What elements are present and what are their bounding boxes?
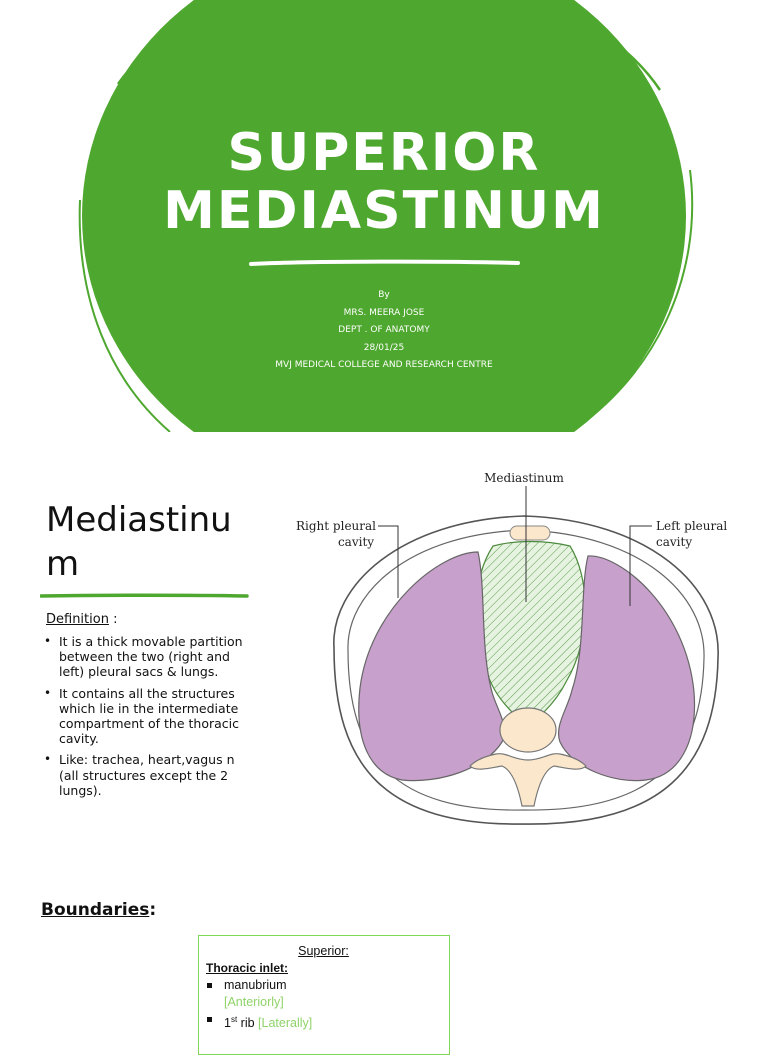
list-item: •Like: trachea, heart,vagus n (all struc…	[44, 752, 235, 798]
right-lung	[358, 551, 505, 782]
credits-date: 28/01/25	[363, 342, 405, 353]
list-item: •It contains all the structures which li…	[44, 685, 239, 747]
square-bullet-icon	[207, 1017, 212, 1022]
label-right-pleural-1: Right pleural	[296, 519, 376, 533]
title-line-2: MEDIASTINUM	[163, 181, 605, 241]
circle-sketch-stroke-top	[116, 0, 662, 91]
square-bullet-icon	[207, 983, 212, 988]
superior-label: Superior:	[298, 944, 349, 958]
title-underline	[249, 259, 520, 266]
circle-sketch-stroke-right	[569, 169, 694, 432]
thorax-inner-outline	[347, 529, 705, 811]
list-item: •It is a thick movable partition between…	[44, 634, 243, 680]
thoracic-inlet-label: Thoracic inlet:	[206, 961, 289, 975]
left-lung	[558, 555, 696, 782]
title-line-1: SUPERIOR	[227, 123, 541, 183]
list-item-note: [Anteriorly]	[224, 995, 284, 1009]
slide-title: SUPERIOR MEDIASTINUM	[84, 124, 684, 240]
vertebral-body	[499, 707, 557, 753]
definition-word: Definition	[46, 612, 109, 627]
credits-block: By MRS. MEERA JOSE DEPT . OF ANATOMY 28/…	[184, 287, 584, 375]
left-pleura-leader	[629, 525, 652, 606]
title-slide: SUPERIOR MEDIASTINUM By MRS. MEERA JOSE …	[0, 0, 768, 432]
label-left-pleural-2: cavity	[656, 535, 692, 549]
boundaries-heading: Boundaries:	[41, 900, 157, 920]
mediastinum-slide: Mediastinum Definition : •It is a thick …	[0, 432, 768, 864]
bullet-icon: •	[44, 752, 52, 767]
list-item: manubrium	[206, 977, 441, 994]
sternum	[509, 525, 551, 541]
circle-sketch-stroke-left	[78, 199, 171, 432]
vertebral-arch	[469, 753, 587, 807]
label-right-pleural-2: cavity	[338, 535, 374, 549]
definition-colon: :	[108, 612, 118, 627]
bullet-icon: •	[44, 685, 52, 700]
label-left-pleural-1: Left pleural	[656, 519, 727, 533]
green-circle-graphic	[78, 0, 694, 432]
definition-list: •It is a thick movable partition between…	[44, 634, 254, 804]
bullet-icon: •	[44, 634, 52, 648]
boundaries-slide: Boundaries: Superior: Thoracic inlet: ma…	[0, 864, 768, 1055]
label-mediastinum: Mediastinum	[484, 471, 564, 485]
credits-by: By	[378, 290, 390, 300]
mediastinum-diagram: Mediastinum Right pleural cavity Left pl…	[296, 471, 727, 825]
credits-dept: DEPT . OF ANATOMY	[338, 325, 430, 335]
list-item: 1st rib [Laterally]	[206, 1011, 441, 1032]
heading-underline	[40, 593, 249, 598]
definition-label: Definition :	[46, 612, 117, 627]
mediastinum-heading: Mediastinum	[46, 500, 232, 584]
credits-institution: MVJ MEDICAL COLLEGE AND RESEARCH CENTRE	[275, 360, 493, 370]
superior-boundary-box: Superior: Thoracic inlet: manubrium [Ant…	[198, 935, 450, 1055]
green-circle	[82, 0, 686, 432]
right-pleura-leader	[378, 525, 399, 598]
credits-author: MRS. MEERA JOSE	[343, 307, 425, 318]
